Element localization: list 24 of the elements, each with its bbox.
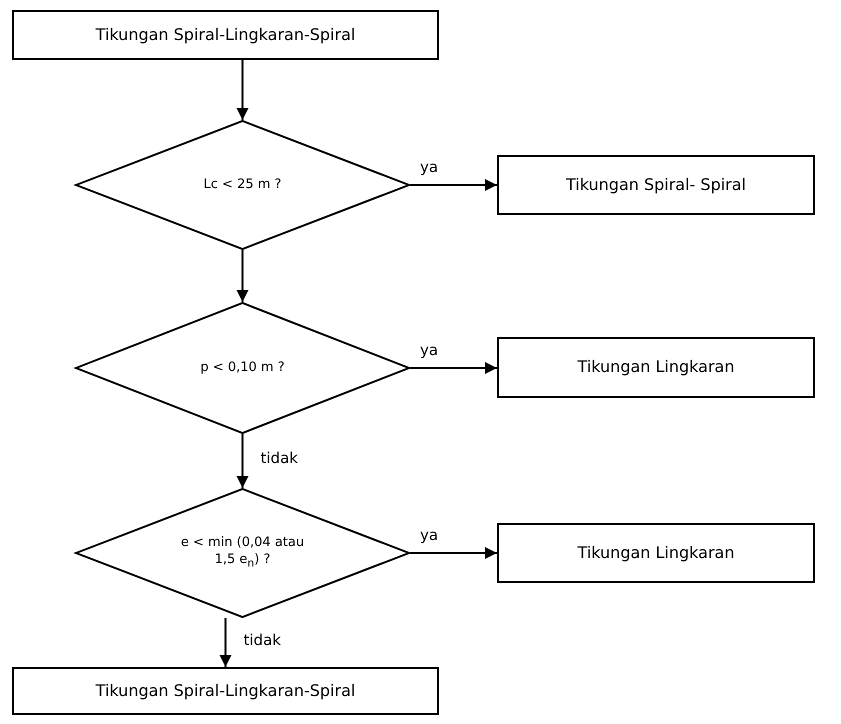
process-text: Tikungan Spiral-Lingkaran-Spiral (96, 680, 356, 702)
arrow (410, 547, 497, 559)
process-text: Tikungan Lingkaran (578, 542, 734, 564)
process-box (497, 337, 815, 398)
arrow (236, 250, 248, 302)
process-text: Tikungan Spiral-Lingkaran-Spiral (96, 24, 356, 46)
arrow (220, 618, 232, 667)
condition-text: Lc < 25 m ? (204, 176, 282, 194)
arrow (236, 434, 248, 488)
decision-diamond (75, 302, 410, 434)
process-text: Tikungan Lingkaran (578, 357, 734, 378)
arrow (410, 179, 497, 191)
process-box (497, 155, 815, 215)
arrow (410, 362, 497, 374)
arrow (236, 60, 248, 120)
condition-text: e < min (0,04 atau 1,5 e$_{n}$) ? (180, 535, 306, 571)
process-box (12, 10, 439, 60)
process-text: Tikungan Spiral- Spiral (566, 174, 746, 196)
condition-text: p < 0,10 m ? (200, 360, 285, 376)
process-box (497, 523, 815, 583)
decision-diamond (75, 120, 410, 250)
process-box (12, 667, 439, 715)
decision-diamond (75, 488, 410, 618)
edge-label: tidak (242, 630, 283, 648)
